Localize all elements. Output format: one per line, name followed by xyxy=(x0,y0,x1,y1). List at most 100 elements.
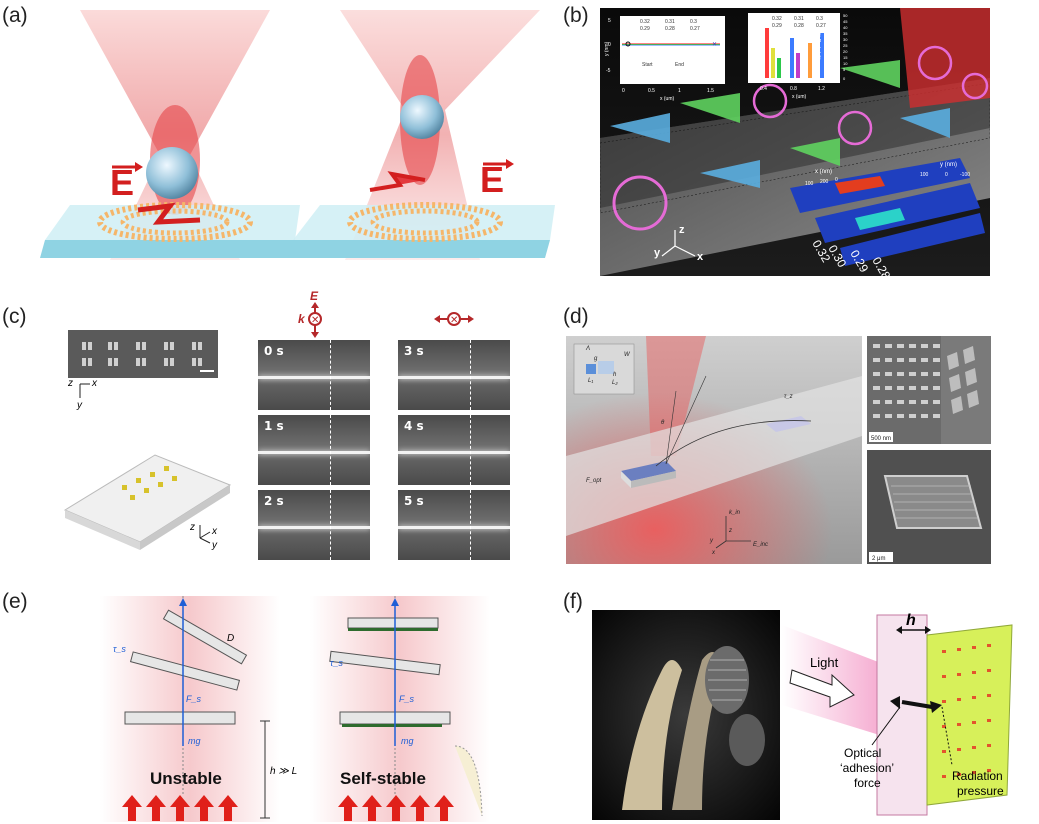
svg-text:1: 1 xyxy=(678,88,681,94)
svg-text:E: E xyxy=(480,159,504,200)
panel-b-illustration: 0.32 0.30 0.29 0.28 y (nm) 100 0 -100 x … xyxy=(600,8,990,276)
panel-letter-b: (b) xyxy=(563,4,589,27)
svg-text:0.27: 0.27 xyxy=(690,26,700,32)
inset-histogram: % Probability 0.4 0.8 1.2 x (um) 0.32 0.… xyxy=(748,13,840,100)
svg-text:40: 40 xyxy=(843,25,848,30)
svg-text:L₁: L₁ xyxy=(588,378,593,384)
svg-text:200: 200 xyxy=(820,179,829,185)
inset-trajectory-plot: ✕ 5 0 -5 0 0.5 1 1.5 x (um) y (nm) 0.32 … xyxy=(604,16,725,102)
svg-text:100: 100 xyxy=(805,181,814,187)
panel-letter-d: (d) xyxy=(563,305,589,328)
svg-text:Radiation: Radiation xyxy=(952,769,1003,783)
svg-text:✕: ✕ xyxy=(712,42,717,48)
svg-text:F_opt: F_opt xyxy=(586,478,602,484)
svg-text:10: 10 xyxy=(843,61,848,66)
svg-text:0.5: 0.5 xyxy=(648,88,655,94)
time-lapse-frame: 2 s xyxy=(258,490,370,560)
svg-text:F_s: F_s xyxy=(186,694,202,704)
svg-text:force: force xyxy=(854,776,881,790)
frame-time-label: 4 s xyxy=(404,419,424,433)
optical-adhesion-diagram: h Light Optical ‘adhesion’ force Radiati… xyxy=(782,612,1013,816)
svg-text:y (nm): y (nm) xyxy=(940,162,957,168)
svg-text:y: y xyxy=(709,538,714,544)
time-lapse-frame: 4 s xyxy=(398,415,510,485)
svg-text:0.29: 0.29 xyxy=(640,26,650,32)
svg-text:pressure: pressure xyxy=(957,784,1004,798)
svg-text:z: z xyxy=(67,378,73,389)
svg-text:0: 0 xyxy=(622,88,625,94)
svg-text:mg: mg xyxy=(188,736,201,746)
svg-text:0.8: 0.8 xyxy=(790,86,797,92)
svg-text:E_inc: E_inc xyxy=(753,542,768,548)
reference-dashed-line xyxy=(330,340,331,410)
svg-text:τ_s: τ_s xyxy=(113,644,126,654)
svg-text:5: 5 xyxy=(608,18,611,24)
svg-text:x: x xyxy=(697,251,704,263)
svg-text:y: y xyxy=(76,400,83,411)
panel-letter-c: (c) xyxy=(2,305,27,328)
waveguide-line xyxy=(258,376,370,379)
svg-text:20: 20 xyxy=(843,49,848,54)
panel-letter-f: (f) xyxy=(563,590,583,613)
svg-text:0.28: 0.28 xyxy=(665,26,675,32)
svg-text:0: 0 xyxy=(843,76,846,81)
svg-text:z: z xyxy=(679,224,685,236)
svg-text:g: g xyxy=(594,356,598,362)
time-lapse-frame: 3 s xyxy=(398,340,510,410)
reference-dashed-line xyxy=(470,340,471,410)
svg-text:35: 35 xyxy=(843,31,848,36)
svg-text:5: 5 xyxy=(843,67,846,72)
svg-text:-5: -5 xyxy=(606,68,611,74)
svg-text:y: y xyxy=(211,540,218,551)
svg-text:25: 25 xyxy=(843,43,848,48)
svg-text:y (nm): y (nm) xyxy=(604,42,610,57)
svg-text:100: 100 xyxy=(920,172,929,178)
waveguide-line xyxy=(398,526,510,529)
svg-text:k_in: k_in xyxy=(729,510,741,516)
microsphere xyxy=(146,147,198,199)
svg-text:0.32: 0.32 xyxy=(640,19,650,25)
svg-text:mg: mg xyxy=(401,736,414,746)
svg-text:Λ: Λ xyxy=(585,346,590,352)
svg-text:50: 50 xyxy=(843,13,848,18)
svg-text:h ≫ L: h ≫ L xyxy=(270,766,297,777)
svg-text:k: k xyxy=(298,312,306,326)
svg-text:x (um): x (um) xyxy=(792,94,807,100)
panel-letter-e: (e) xyxy=(2,590,28,613)
frame-time-label: 5 s xyxy=(404,494,424,508)
frame-time-label: 3 s xyxy=(404,344,424,358)
waveguide-line xyxy=(258,526,370,529)
svg-text:0.28: 0.28 xyxy=(794,23,804,29)
svg-text:15: 15 xyxy=(843,55,848,60)
svg-text:z: z xyxy=(189,522,195,533)
light-arrows xyxy=(122,795,454,821)
time-lapse-frame: 1 s xyxy=(258,415,370,485)
panel-d-schematic: Λ W h L₁ L₂ g θ τ_z F_opt k_in E_inc z y… xyxy=(566,336,862,564)
svg-text:L₂: L₂ xyxy=(612,380,618,386)
svg-text:% Probability: % Probability xyxy=(815,33,821,63)
svg-text:0.27: 0.27 xyxy=(816,23,826,29)
svg-text:30: 30 xyxy=(843,37,848,42)
panel-letter-a: (a) xyxy=(2,4,28,27)
frame-time-label: 0 s xyxy=(264,344,284,358)
panel-e-diagram: D τ_s F_s mg Unstable τ_s F_s mg Self-st… xyxy=(100,596,490,822)
reference-dashed-line xyxy=(470,415,471,485)
svg-text:E: E xyxy=(310,289,319,303)
time-lapse-frame: 5 s xyxy=(398,490,510,560)
svg-text:Self-stable: Self-stable xyxy=(340,769,426,788)
svg-text:0.3: 0.3 xyxy=(690,19,697,25)
frame-time-label: 1 s xyxy=(264,419,284,433)
svg-text:End: End xyxy=(675,62,684,68)
svg-text:0: 0 xyxy=(945,172,948,178)
waveguide-line xyxy=(398,451,510,454)
svg-text:45: 45 xyxy=(843,19,848,24)
svg-text:0.4: 0.4 xyxy=(760,86,767,92)
gecko-photo xyxy=(592,610,780,820)
svg-text:500 nm: 500 nm xyxy=(871,436,891,442)
svg-text:F_s: F_s xyxy=(399,694,415,704)
svg-text:τ_s: τ_s xyxy=(330,658,343,668)
svg-text:τ_z: τ_z xyxy=(784,394,793,400)
frame-time-label: 2 s xyxy=(264,494,284,508)
waveguide-line xyxy=(398,376,510,379)
reference-dashed-line xyxy=(330,415,331,485)
